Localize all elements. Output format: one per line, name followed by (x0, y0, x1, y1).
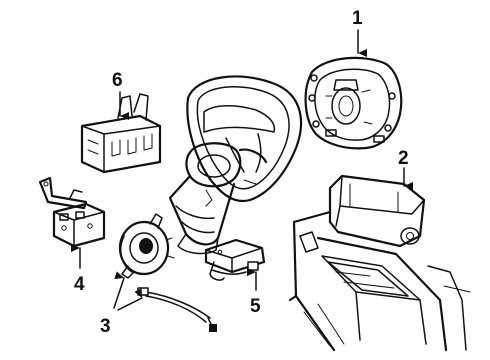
callout-5: 5 (250, 296, 261, 317)
steering-column (168, 142, 242, 255)
steering-wheel (186, 75, 303, 203)
callout-6: 6 (112, 70, 123, 91)
leader-lines (71, 29, 413, 311)
instrument-panel (288, 210, 471, 352)
callout-2: 2 (398, 148, 409, 169)
leader-3a (113, 271, 125, 309)
diagnostic-module (80, 93, 162, 174)
sensor-module (52, 202, 106, 248)
leader-3b (117, 288, 143, 311)
callout-4: 4 (74, 274, 85, 295)
sensor-bracket (38, 176, 88, 210)
wiring-harness (137, 287, 217, 332)
clock-spring (118, 213, 175, 279)
callout-3: 3 (100, 316, 111, 337)
driver-airbag-module (304, 56, 403, 150)
control-module (204, 238, 266, 281)
passenger-airbag-module (328, 174, 426, 248)
callout-1: 1 (352, 8, 363, 29)
